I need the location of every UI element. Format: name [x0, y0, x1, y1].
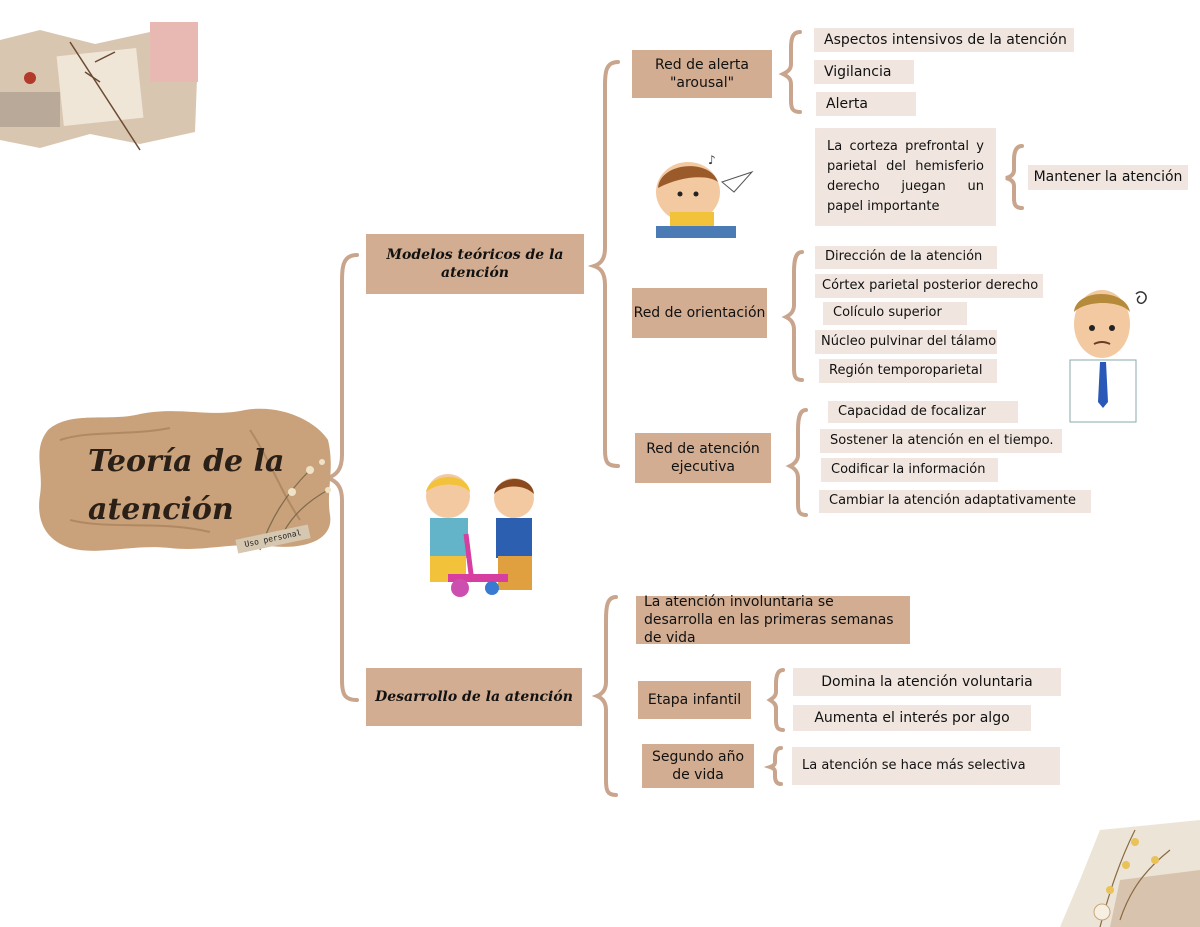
- children-playing-illustration: [426, 474, 534, 597]
- infant-bracket: [766, 668, 785, 732]
- alert-item: Aspectos intensivos de la atención: [814, 28, 1074, 52]
- svg-text:♪: ♪: [708, 153, 716, 167]
- models-bracket: [587, 60, 620, 468]
- confused-man-illustration: [1069, 290, 1147, 423]
- flower-decoration: [1060, 820, 1200, 927]
- infant-item: Domina la atención voluntaria: [793, 668, 1061, 696]
- infant-stage: Etapa infantil: [638, 681, 751, 719]
- second-year-bracket: [763, 746, 783, 786]
- involuntary-attention: La atención involuntaria se desarrolla e…: [636, 594, 910, 646]
- executive-item: Capacidad de focalizar: [828, 401, 1018, 423]
- page-title: Teoría de la atención: [88, 444, 285, 527]
- models-branch: Modelos teóricos de la atención: [366, 234, 584, 294]
- development-bracket: [591, 595, 618, 797]
- boy-with-paper-plane-illustration: ♪: [656, 153, 754, 238]
- orientation-item: Córtex parietal posterior derecho: [815, 274, 1043, 298]
- orientation-bracket: [781, 250, 804, 382]
- orientation-item: Región temporoparietal: [819, 359, 997, 383]
- executive-item: Codificar la información: [821, 458, 998, 482]
- orientation-item: Dirección de la atención: [815, 246, 997, 269]
- second-year-item: La atención se hace más selectiva: [792, 747, 1060, 785]
- executive-network: Red de atención ejecutiva: [635, 433, 771, 483]
- infant-item: Aumenta el interés por algo: [793, 705, 1031, 731]
- executive-bracket: [785, 408, 808, 517]
- collage-decoration: [0, 22, 198, 151]
- cortex-result: Mantener la atención: [1028, 165, 1188, 190]
- executive-item: Cambiar la atención adaptativamente: [819, 490, 1091, 513]
- second-year-stage: Segundo año de vida: [642, 744, 754, 788]
- orientation-item: Colículo superior: [823, 302, 967, 325]
- alert-item: Alerta: [816, 92, 916, 116]
- orientation-item: Núcleo pulvinar del tálamo: [815, 330, 997, 354]
- alert-item: Vigilancia: [814, 60, 914, 84]
- cortex-text: La corteza prefrontal y parietal del hem…: [815, 128, 996, 226]
- orientation-network: Red de orientación: [632, 288, 767, 338]
- development-branch: Desarrollo de la atención: [366, 668, 582, 726]
- alert-network: Red de alerta "arousal": [632, 50, 772, 98]
- cortex-bracket: [1005, 144, 1024, 210]
- alert-bracket: [778, 30, 802, 114]
- executive-item: Sostener la atención en el tiempo.: [820, 429, 1062, 453]
